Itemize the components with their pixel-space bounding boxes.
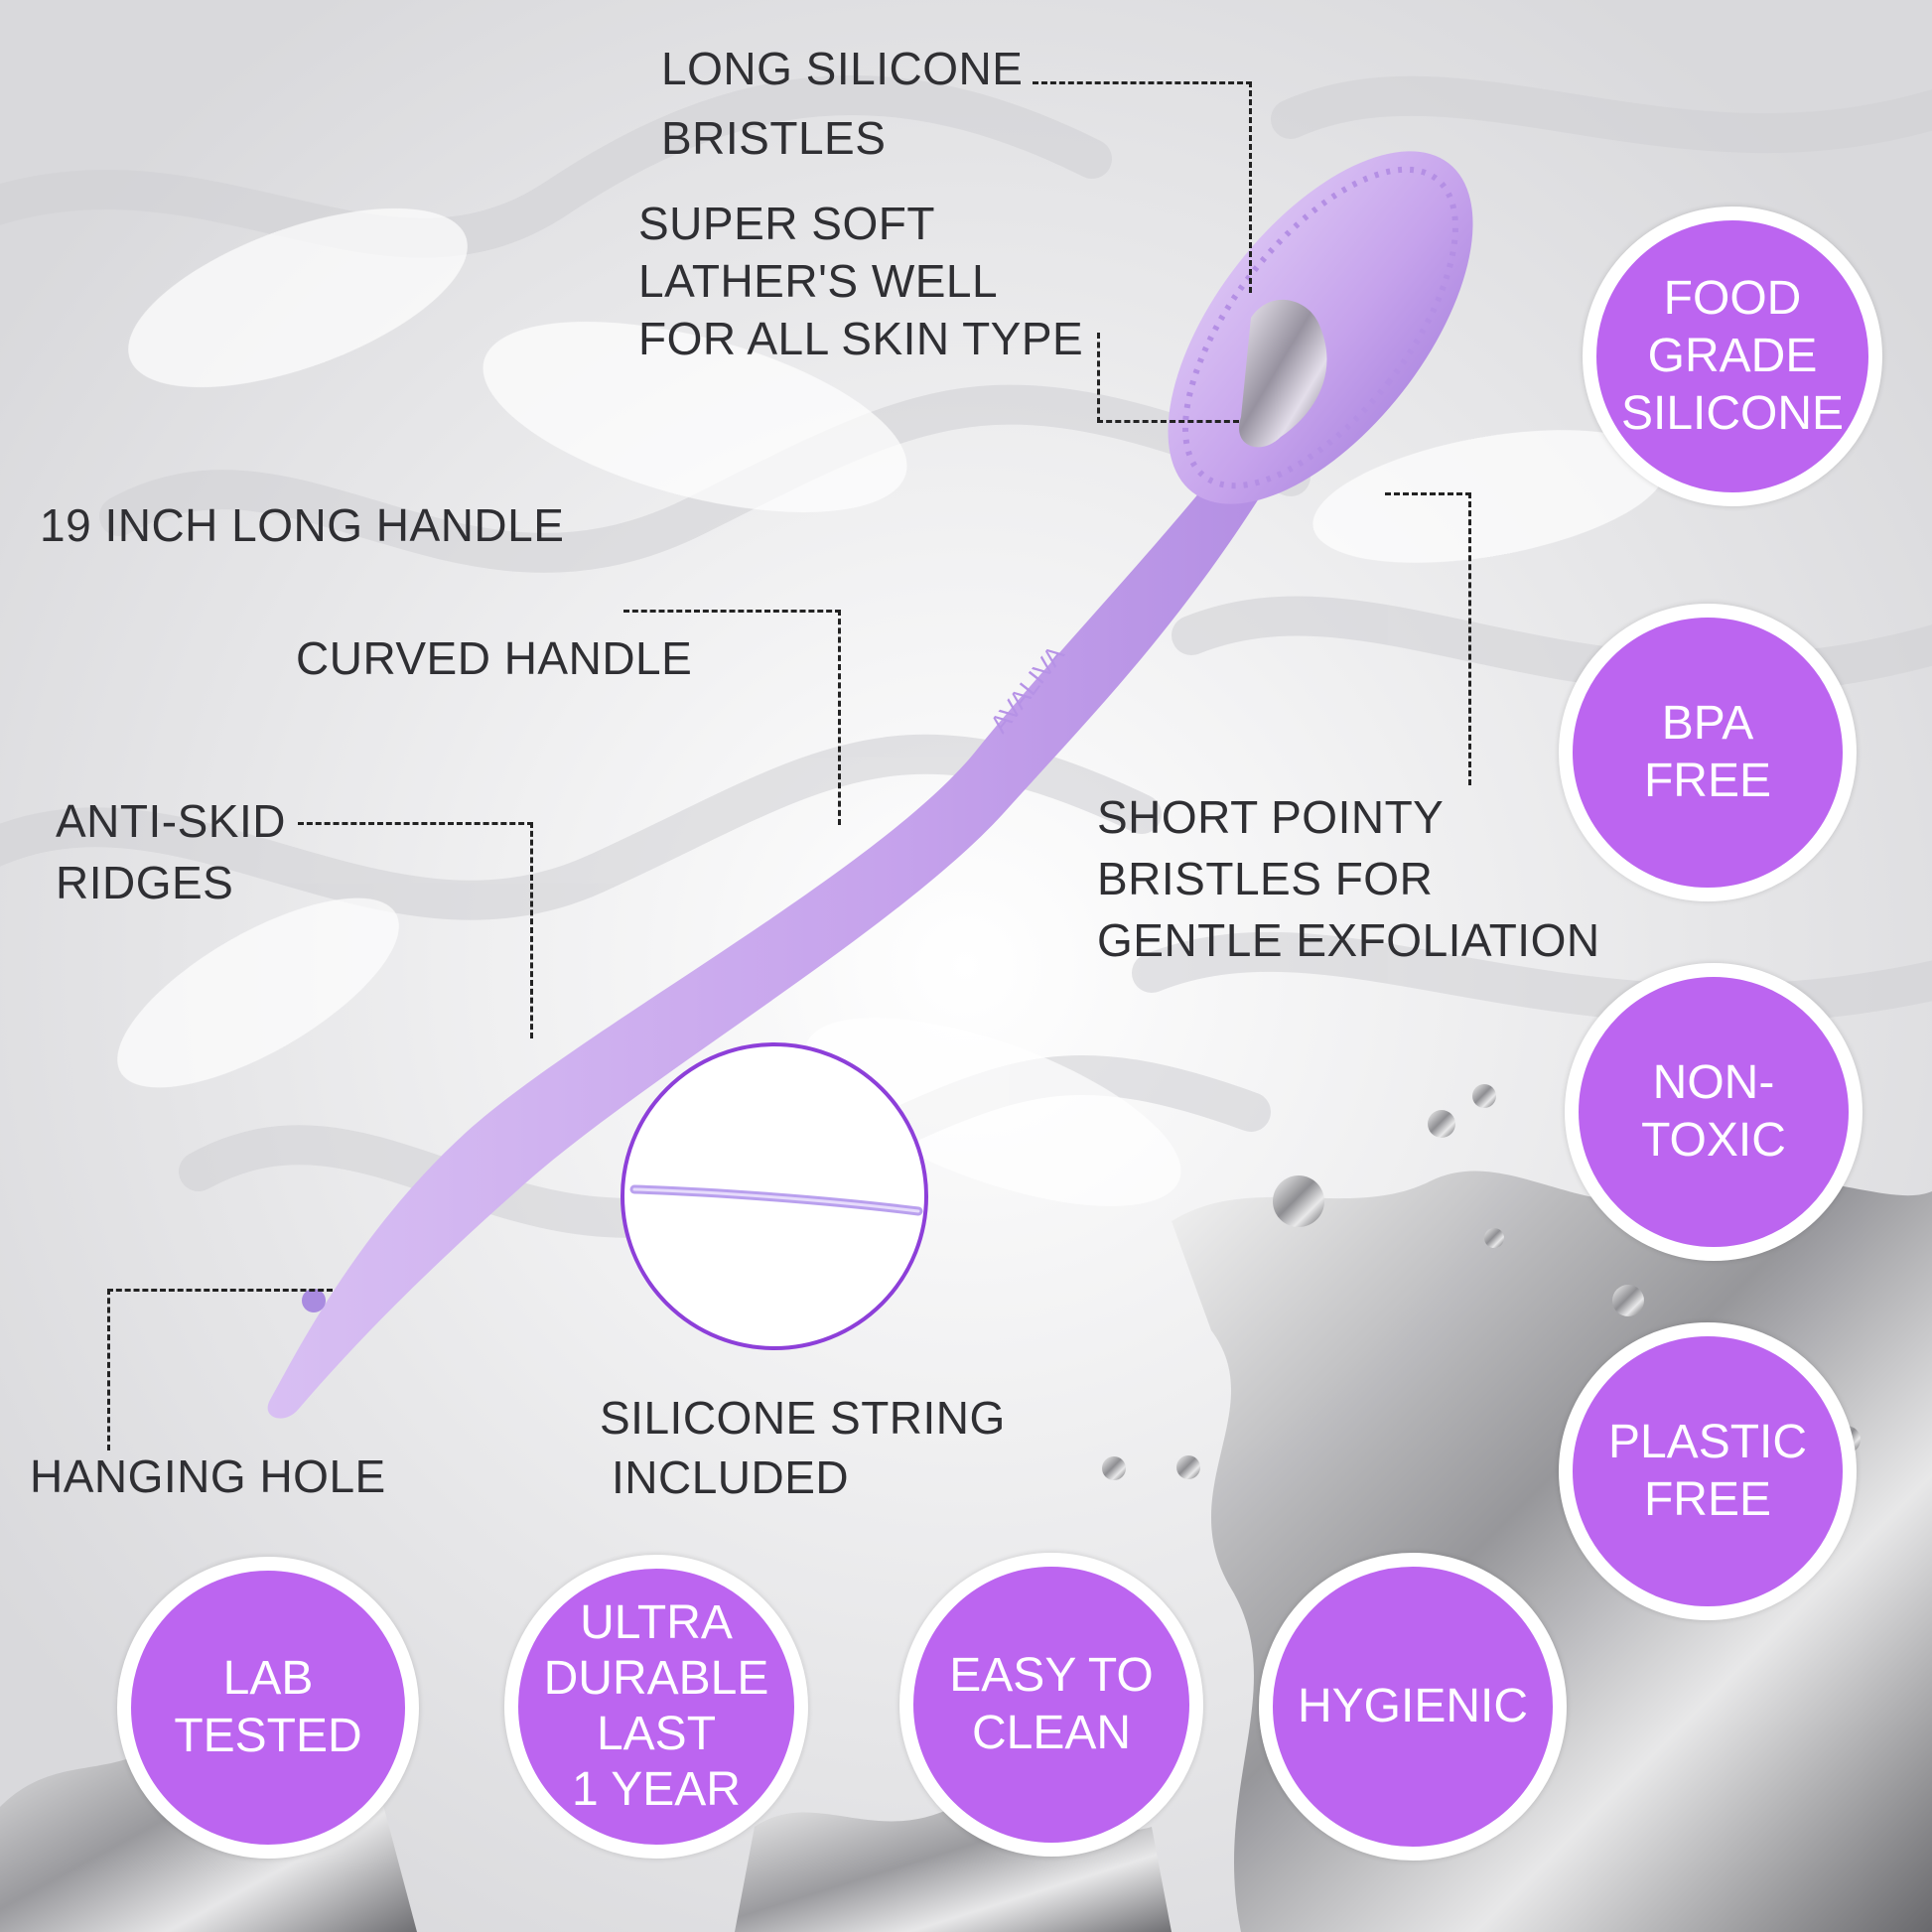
- silicone-string-graphic: [629, 1184, 923, 1216]
- leader-anti-skid: [298, 822, 533, 1038]
- leader-long-bristles: [1033, 81, 1252, 293]
- silicone-string-inset: [621, 1042, 928, 1350]
- leader-super-soft: [1097, 333, 1239, 423]
- leader-hanging-hole: [107, 1289, 333, 1450]
- leader-curved-handle: [623, 610, 841, 825]
- label-silicone-string: SILICONE STRING INCLUDED: [600, 1392, 1006, 1503]
- badge-hygienic: HYGIENIC: [1259, 1553, 1567, 1861]
- label-hanging-hole: HANGING HOLE: [30, 1450, 386, 1502]
- label-anti-skid: ANTI-SKID RIDGES: [56, 795, 286, 908]
- label-short-bristles: SHORT POINTY BRISTLES FOR GENTLE EXFOLIA…: [1097, 791, 1600, 966]
- label-long-handle: 19 INCH LONG HANDLE: [40, 499, 565, 551]
- leader-short-bristles: [1385, 492, 1471, 785]
- label-long-bristles: LONG SILICONE BRISTLES: [661, 43, 1024, 164]
- back-scrubber-brush: AVALIVA: [267, 151, 1473, 1419]
- label-curved-handle: CURVED HANDLE: [296, 632, 693, 684]
- label-super-soft: SUPER SOFT LATHER'S WELL FOR ALL SKIN TY…: [638, 198, 1084, 364]
- badge-non-toxic: NON-TOXIC: [1565, 963, 1863, 1261]
